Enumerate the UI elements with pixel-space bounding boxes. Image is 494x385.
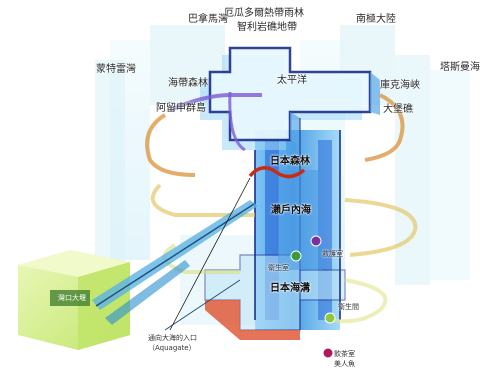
label-mermaid: 美人魚 <box>334 360 355 368</box>
label-aquagate: 通向大海的入口 <box>148 334 197 342</box>
markers <box>290 235 336 359</box>
label-sanitary: 衛生間 <box>338 303 359 311</box>
label-japan-trench: 日本海溝 <box>270 283 310 294</box>
label-panama: 巴拿馬灣 <box>188 14 228 25</box>
label-cook: 庫克海峽 <box>380 80 420 91</box>
leader-lines <box>169 177 251 331</box>
label-antarctica: 南極大陸 <box>356 14 396 25</box>
label-amazon: 厄瓜多爾熱帶雨林 <box>224 8 304 19</box>
label-tempozan: 灣口大堰 <box>58 294 86 302</box>
label-aquagate-en: （Aquagate） <box>148 344 196 352</box>
label-snack: 飲茶室 <box>334 350 355 358</box>
central-building <box>200 46 380 340</box>
tube-walkways <box>145 91 418 324</box>
label-seto: 瀨戶內海 <box>271 205 311 216</box>
label-kelp: 海帶森林 <box>168 78 208 89</box>
label-chile: 智利岩礁地帶 <box>237 22 297 33</box>
label-medical: 衛生室 <box>268 264 289 272</box>
label-monterey: 蒙特雷灣 <box>96 64 136 75</box>
label-gbr: 大堡礁 <box>383 104 413 115</box>
label-pacific: 太平洋 <box>277 75 307 86</box>
label-protection: 救護室 <box>322 250 343 258</box>
label-tasman: 塔斯曼海 <box>440 62 480 73</box>
label-japan-forest: 日本森林 <box>270 156 310 167</box>
label-aleutian: 阿留申群島 <box>156 103 206 114</box>
